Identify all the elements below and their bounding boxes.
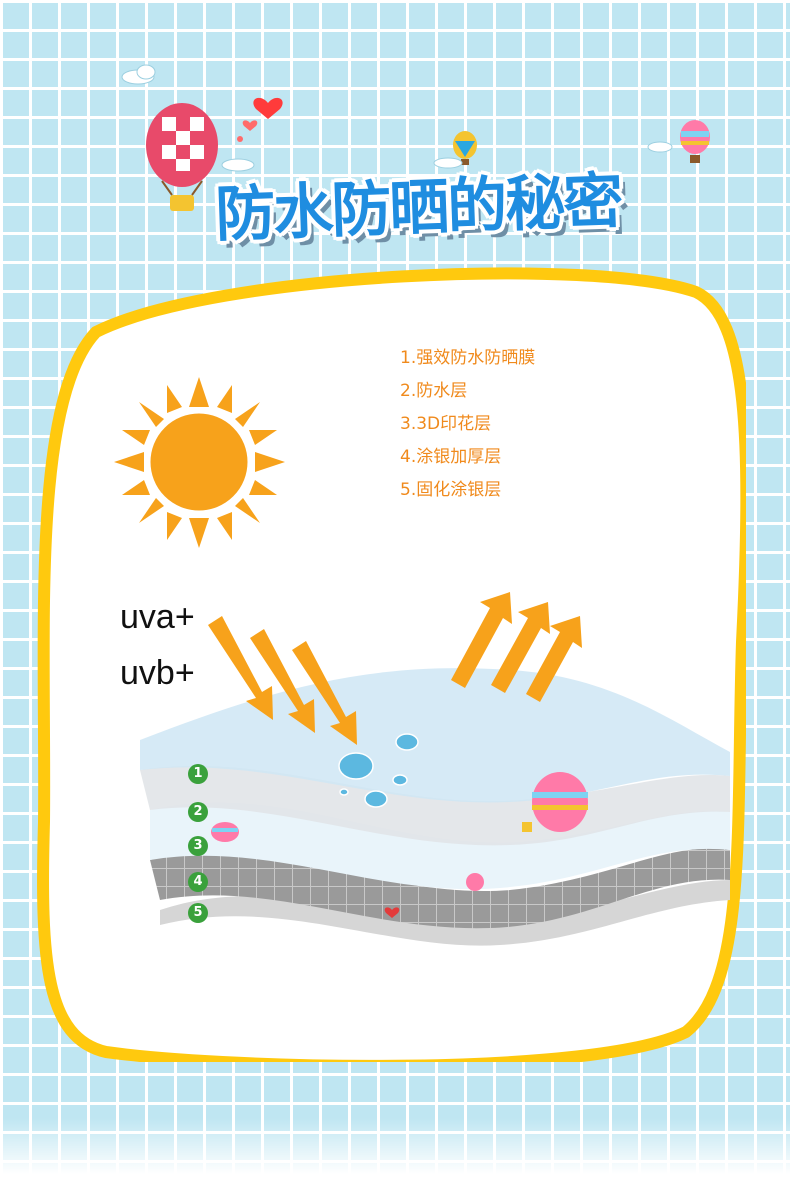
- hot-air-balloon-icon: [146, 103, 218, 211]
- cloud-icon: [221, 158, 255, 172]
- heart-icon: [384, 907, 400, 918]
- layer-badge-2: 2: [188, 802, 208, 822]
- layer-3-shape: [150, 802, 730, 890]
- uva-label: uva+: [120, 598, 195, 636]
- layer-badge-1: 1: [188, 764, 208, 784]
- layer-item-5: 5.固化涂银层: [400, 480, 502, 500]
- layer-item-1: 1.强效防水防晒膜: [400, 348, 536, 368]
- fabric-layers-illustration: [140, 592, 730, 946]
- layer-4-shape: [150, 848, 730, 929]
- layer-item-4: 4.涂银加厚层: [400, 447, 502, 467]
- layer-badge-5: 5: [188, 903, 208, 923]
- arrow-icon: [208, 616, 357, 745]
- cloud-icon: [121, 64, 156, 85]
- bottom-fade: [0, 1118, 790, 1188]
- cloud-icon: [433, 157, 463, 169]
- water-droplet-icon: [338, 733, 419, 808]
- layer-badge-4: 4: [188, 872, 208, 892]
- hot-air-balloon-icon: [453, 131, 477, 165]
- hot-air-balloon-icon: [211, 822, 239, 842]
- uvb-label: uvb+: [120, 654, 195, 692]
- hot-air-balloon-icon: [466, 873, 484, 891]
- hot-air-balloon-icon: [680, 120, 710, 163]
- layer-2-shape: [140, 765, 730, 846]
- heart-icon: [237, 97, 283, 142]
- arrow-icon: [451, 592, 582, 702]
- hot-air-balloon-icon: [522, 772, 588, 832]
- layer-1-shape: [140, 668, 730, 803]
- layer-list: 1.强效防水防晒膜 2.防水层 3.3D印花层 4.涂银加厚层 5.固化涂银层: [400, 342, 535, 507]
- cloud-icon: [647, 141, 673, 153]
- top-decoration: [121, 64, 710, 211]
- layer-item-3: 3.3D印花层: [400, 414, 492, 434]
- layer-5-shape: [160, 880, 730, 946]
- layer-badge-3: 3: [188, 836, 208, 856]
- page-title: 防水防晒的秘密: [214, 166, 623, 251]
- layer-item-2: 2.防水层: [400, 381, 468, 401]
- sun-icon: [114, 377, 285, 548]
